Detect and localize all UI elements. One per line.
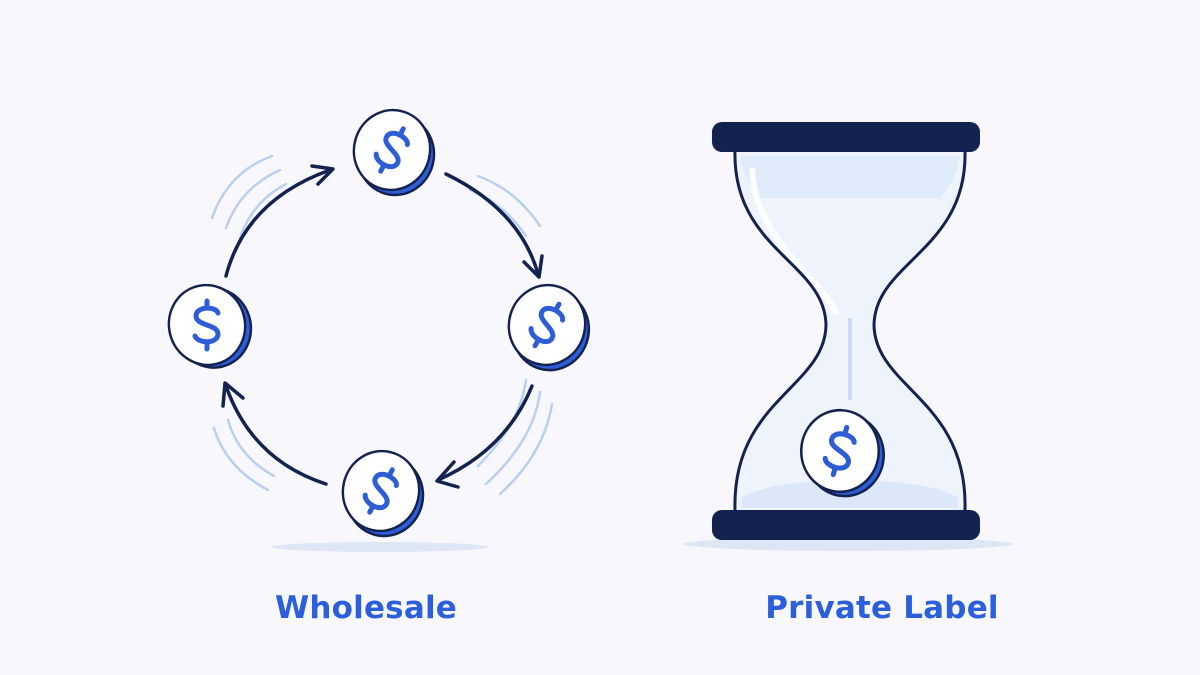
cycle-arrows xyxy=(221,164,544,489)
hourglass-bottom-cap xyxy=(712,510,980,540)
wholesale-cycle xyxy=(160,102,599,552)
hourglass-top-cap xyxy=(712,122,980,152)
hourglass-upper-tint xyxy=(740,156,960,198)
cycle-ground-shadow xyxy=(272,542,488,552)
hourglass-ground-shadow xyxy=(684,537,1012,551)
hourglass-icon xyxy=(684,122,1012,551)
wholesale-label: Wholesale xyxy=(274,590,458,626)
curved-arrow-icon xyxy=(224,168,332,278)
motion-lines xyxy=(210,154,554,496)
curved-arrow-icon xyxy=(444,172,540,276)
hourglass-outline xyxy=(733,149,967,511)
curved-arrow-icon xyxy=(224,384,328,486)
dollar-coin-icon xyxy=(160,276,259,377)
private-label-label: Private Label xyxy=(765,590,999,626)
dollar-coin-icon xyxy=(333,443,432,544)
curved-arrow-icon xyxy=(436,384,534,482)
hourglass-highlight xyxy=(749,167,839,315)
dollar-coin-icon xyxy=(498,276,599,379)
dollar-coin-icon xyxy=(344,102,443,203)
